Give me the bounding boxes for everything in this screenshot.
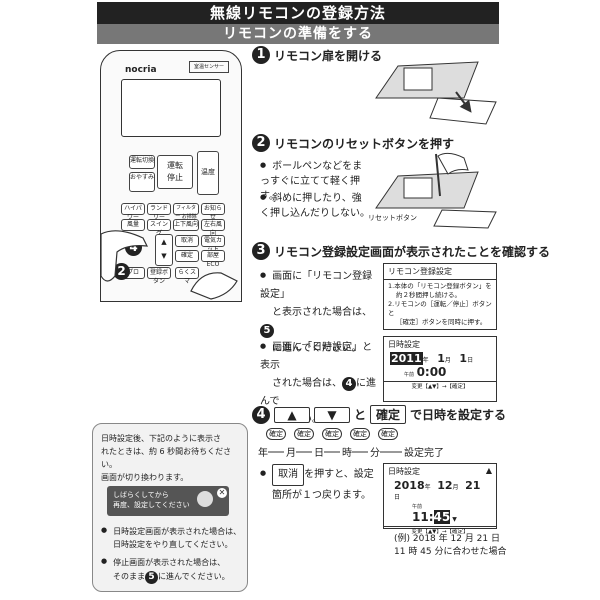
updown-button[interactable]: 上下風向	[173, 219, 199, 231]
down-key-icon: ▼	[314, 406, 350, 423]
section-title: リモコンの準備をする	[97, 24, 499, 44]
room-eco-button[interactable]: 部屋ECO	[201, 250, 225, 268]
note-bullet-1: 日時設定画面が表示された場合は、 日時設定をやり直してください。	[101, 524, 241, 551]
door-open-illustration	[375, 61, 497, 125]
cancel-key-icon: 取消	[272, 464, 305, 486]
wait-message-screen: しばらくしてから 再度、設定してください ✕	[107, 486, 229, 516]
hand-illustration-2	[190, 272, 238, 300]
reset-button-label: リセットボタン	[368, 214, 417, 222]
step-3-bullet-a: 画面に「リモコン登録設定」 と表示された場合は、5 に進んでください。	[260, 266, 380, 358]
reset-illustration	[375, 152, 497, 229]
confirm-button[interactable]: 確定	[175, 250, 199, 262]
swing-button[interactable]: スイング	[147, 219, 171, 237]
step-3-heading: 3 リモコン登録設定画面が表示されたことを確認する	[252, 242, 550, 260]
run-stop-button[interactable]: 運転 停止	[157, 155, 193, 189]
filter-button[interactable]: フィルター お掃除	[173, 203, 199, 220]
step-2-bullet-2: 斜めに押したり、強く押し込んだりしない。	[260, 190, 370, 221]
example-caption: (例) 2018 年 12 月 21 日 11 時 45 分に合わせた場合	[394, 534, 507, 557]
step-2-text: リモコンのリセットボタンを押す	[274, 136, 455, 151]
notice-button[interactable]: お知らせ	[201, 203, 225, 221]
ecocut-button[interactable]: 電気カット	[201, 235, 225, 253]
step-3-text: リモコン登録設定画面が表示されたことを確認する	[274, 244, 551, 259]
step-3-number: 3	[252, 242, 270, 260]
remote-illustration: nocria 室温センサー 運転切換 おやすみ 運転 停止 温度 ハイパワー ラ…	[100, 50, 242, 302]
sleep-button[interactable]: おやすみ	[129, 172, 155, 192]
step-4-heading: 4 ▲ ▼ と 確定 で日時を設定する	[252, 405, 506, 424]
panel-remote-register: リモコン登録設定 1.本体の「リモコン登録ボタン」を 約２秒間押し続ける。 2.…	[383, 263, 497, 330]
step-2-bullet-1: ボールペンなどをまっすぐに立てて軽く押す。	[260, 158, 370, 204]
panel-date-setting: 日時設定 2011年 1月 1日 午前 0:00 変更【▲▼】→【確定】	[383, 336, 497, 402]
wind-button[interactable]: 風量	[121, 219, 145, 231]
up-key-icon: ▲	[274, 406, 310, 423]
mode-button[interactable]: 運転切換	[129, 155, 155, 169]
step-1-text: リモコン扉を開ける	[274, 48, 383, 63]
temp-button[interactable]: 温度	[197, 151, 219, 195]
step-2-number: 2	[252, 134, 270, 152]
laundry-button[interactable]: ランドリー	[147, 203, 171, 221]
step-1-heading: 1 リモコン扉を開ける	[252, 46, 382, 64]
callout-2: 2	[113, 263, 130, 280]
sensor-label: 室温センサー	[189, 61, 229, 73]
step-2-heading: 2 リモコンのリセットボタンを押す	[252, 134, 454, 152]
remote-screen	[121, 79, 221, 137]
step-4-number: 4	[252, 405, 270, 424]
step-1-number: 1	[252, 46, 270, 64]
hand-illustration	[100, 230, 149, 282]
brand-logo: nocria	[125, 65, 157, 75]
raku-button[interactable]: らくスマ	[175, 267, 199, 285]
note-intro: 日時設定後、下記のように表示さ れたときは、約 6 秒間お待ちください。 画面が…	[101, 434, 232, 482]
setting-flow: 確定 確定 確定 確定 確定 年 月 日 時 分 設定完了	[258, 428, 444, 459]
confirm-key-icon: 確定	[370, 405, 407, 424]
panel-date-example: 日時設定▲ 2018年 12月 21日 午前 11:45▼ 変更【▲▼】→【確定…	[383, 463, 497, 535]
page-title: 無線リモコンの登録方法	[97, 2, 499, 25]
register-button[interactable]: 登録ボタン	[147, 267, 171, 285]
note-box: 日時設定後、下記のように表示さ れたときは、約 6 秒間お待ちください。 画面が…	[92, 423, 248, 592]
cancel-button[interactable]: 取消	[175, 235, 199, 247]
hipower-button[interactable]: ハイパワー	[121, 203, 145, 221]
leftright-button[interactable]: 左右風向	[201, 219, 225, 237]
face-icon	[197, 491, 213, 507]
arrow-buttons[interactable]: ▲▼	[155, 234, 173, 266]
close-icon: ✕	[217, 488, 227, 498]
step-4-text: で日時を設定する	[410, 408, 507, 422]
